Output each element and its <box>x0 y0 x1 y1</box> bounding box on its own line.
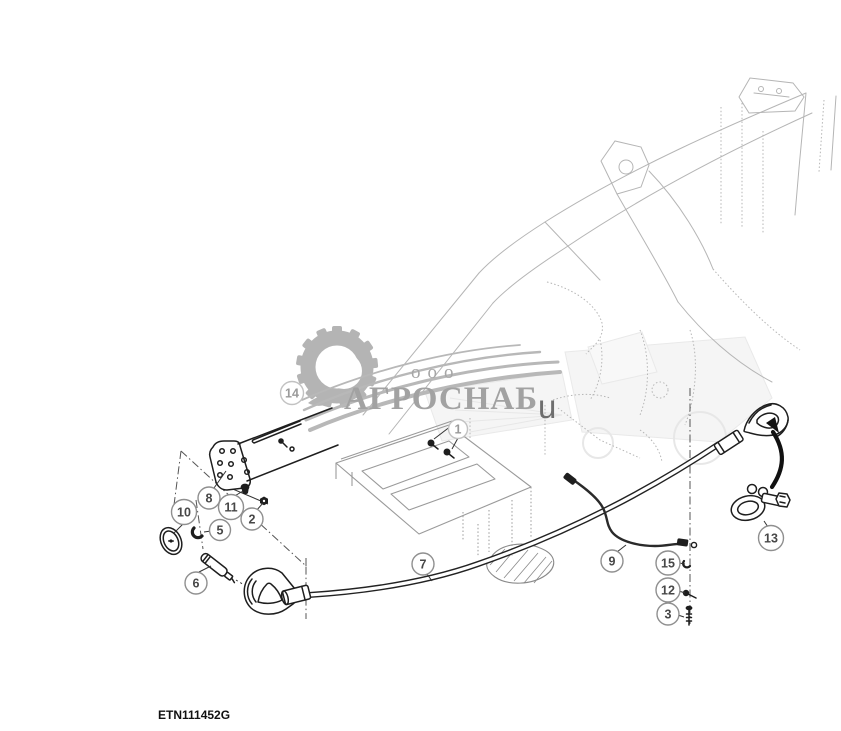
svg-text:9: 9 <box>609 555 616 569</box>
clip-part-15 <box>682 559 692 569</box>
svg-text:1: 1 <box>455 423 462 437</box>
direction-arrow-icon <box>766 417 784 490</box>
svg-text:10: 10 <box>177 506 191 520</box>
svg-text:3: 3 <box>665 608 672 622</box>
callout-3[interactable]: 3 <box>656 602 680 626</box>
callout-10[interactable]: 10 <box>170 498 198 526</box>
svg-text:7: 7 <box>420 558 427 572</box>
wire-lead-part-9 <box>563 472 698 549</box>
watermark: ooo АГРОСНАБ u <box>296 326 562 432</box>
callout-8[interactable]: 8 <box>197 486 221 510</box>
watermark-org-name-text: АГРОСНАБ <box>344 381 538 417</box>
callout-6[interactable]: 6 <box>184 571 208 595</box>
svg-text:5: 5 <box>217 524 224 538</box>
watermark-swoosh <box>301 344 562 432</box>
callout-11[interactable]: 11 <box>217 493 245 521</box>
callout-14[interactable]: 14 <box>279 380 305 406</box>
washer-part-10 <box>159 526 183 556</box>
screw-part-3 <box>685 605 693 626</box>
shackle-part-13 <box>730 483 791 522</box>
svg-text:6: 6 <box>193 577 200 591</box>
svg-text:15: 15 <box>661 557 675 571</box>
anchor-bracket-drawing <box>208 440 251 491</box>
callout-9[interactable]: 9 <box>600 549 624 573</box>
screw-part-12 <box>682 589 697 599</box>
watermark-letter-text: u <box>538 388 556 425</box>
watermark-org-form-text: ooo <box>411 362 461 383</box>
bolt-part-11 <box>240 483 250 495</box>
svg-text:13: 13 <box>764 532 778 546</box>
svg-text:2: 2 <box>249 513 256 527</box>
right-ferrule <box>713 429 744 456</box>
svg-text:12: 12 <box>661 584 675 598</box>
callout-12[interactable]: 12 <box>655 577 681 603</box>
svg-text:11: 11 <box>224 501 237 515</box>
drawing-number: ETN111452G <box>158 708 230 722</box>
svg-text:14: 14 <box>285 387 299 401</box>
callouts: 1 2 3 5 6 7 8 9 <box>170 380 785 626</box>
callout-2[interactable]: 2 <box>240 507 264 531</box>
callout-15[interactable]: 15 <box>655 550 681 576</box>
platform-sketch <box>335 420 532 556</box>
retainer-clip-part-5 <box>190 526 204 540</box>
callout-13[interactable]: 13 <box>757 524 785 552</box>
svg-text:8: 8 <box>206 492 213 506</box>
left-ferrule <box>280 584 312 606</box>
callout-1[interactable]: 1 <box>447 418 469 440</box>
callout-5[interactable]: 5 <box>208 518 232 542</box>
rod-drawing <box>251 420 302 444</box>
nut-part-2 <box>260 496 268 506</box>
support-beam-drawing <box>237 407 339 482</box>
callout-7[interactable]: 7 <box>411 552 435 576</box>
clevis-pin-part-6 <box>200 552 236 584</box>
frame-sketch <box>362 77 837 463</box>
